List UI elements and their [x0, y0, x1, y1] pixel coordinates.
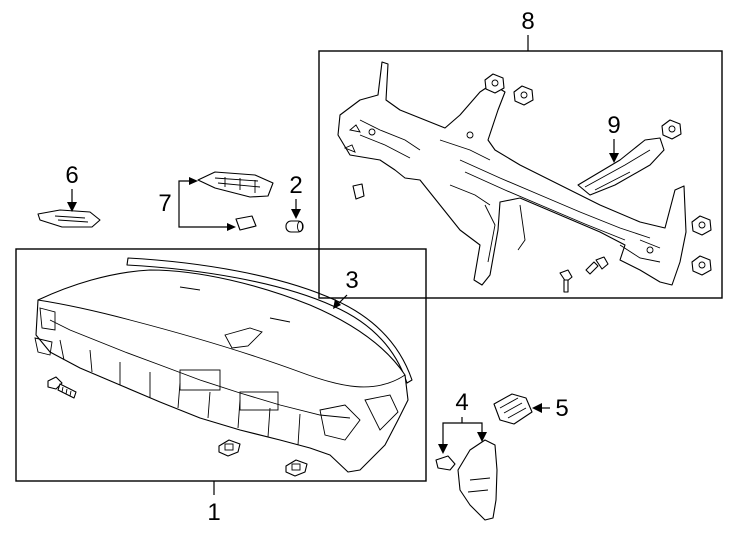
callout-1: 1	[207, 499, 220, 526]
brace-bracket-part	[577, 137, 665, 196]
arrow-2	[291, 209, 301, 219]
callout-9: 9	[607, 112, 620, 139]
arrow-4b	[477, 432, 487, 442]
dashboard-group-box	[15, 248, 427, 482]
side-cover-4-part	[457, 439, 498, 521]
hex-nut-part	[661, 119, 682, 140]
clip-7-part	[235, 215, 257, 231]
instrument-panel-part	[34, 269, 409, 473]
pad-5-part	[493, 393, 533, 425]
cover-7-part	[197, 171, 274, 198]
hex-nut-part	[691, 215, 712, 236]
leader-line-4	[442, 417, 483, 448]
arrow-7b	[227, 223, 236, 231]
callout-5: 5	[555, 395, 568, 422]
callout-2: 2	[289, 172, 302, 199]
pin-2-part	[285, 220, 304, 233]
mounting-bolt-part	[47, 376, 77, 399]
steering-hanger-beam-part	[337, 61, 687, 286]
callout-4: 4	[455, 389, 468, 416]
clip-nut-part	[285, 459, 308, 477]
defroster-garnish-part	[126, 257, 413, 384]
callout-6: 6	[65, 162, 78, 189]
hex-nut-part	[691, 255, 712, 276]
arrow-6	[67, 202, 77, 212]
bolt-part	[559, 269, 573, 293]
callout-8: 8	[521, 8, 534, 35]
hex-nut-part	[484, 73, 505, 94]
clip-part	[352, 183, 365, 200]
clip-nut-part	[218, 439, 241, 457]
hex-nut-part	[513, 85, 534, 106]
clip-4-part	[435, 455, 456, 471]
arrow-9	[609, 153, 619, 163]
arrow-7a	[189, 177, 198, 185]
bracket-6-part	[37, 209, 101, 228]
arrow-3	[333, 299, 341, 309]
arrow-4a	[438, 444, 448, 454]
bolt-part	[585, 256, 609, 275]
callout-3: 3	[345, 267, 358, 294]
cross-beam-group-box	[318, 50, 723, 299]
callout-7: 7	[158, 190, 171, 217]
arrow-5	[532, 403, 542, 413]
